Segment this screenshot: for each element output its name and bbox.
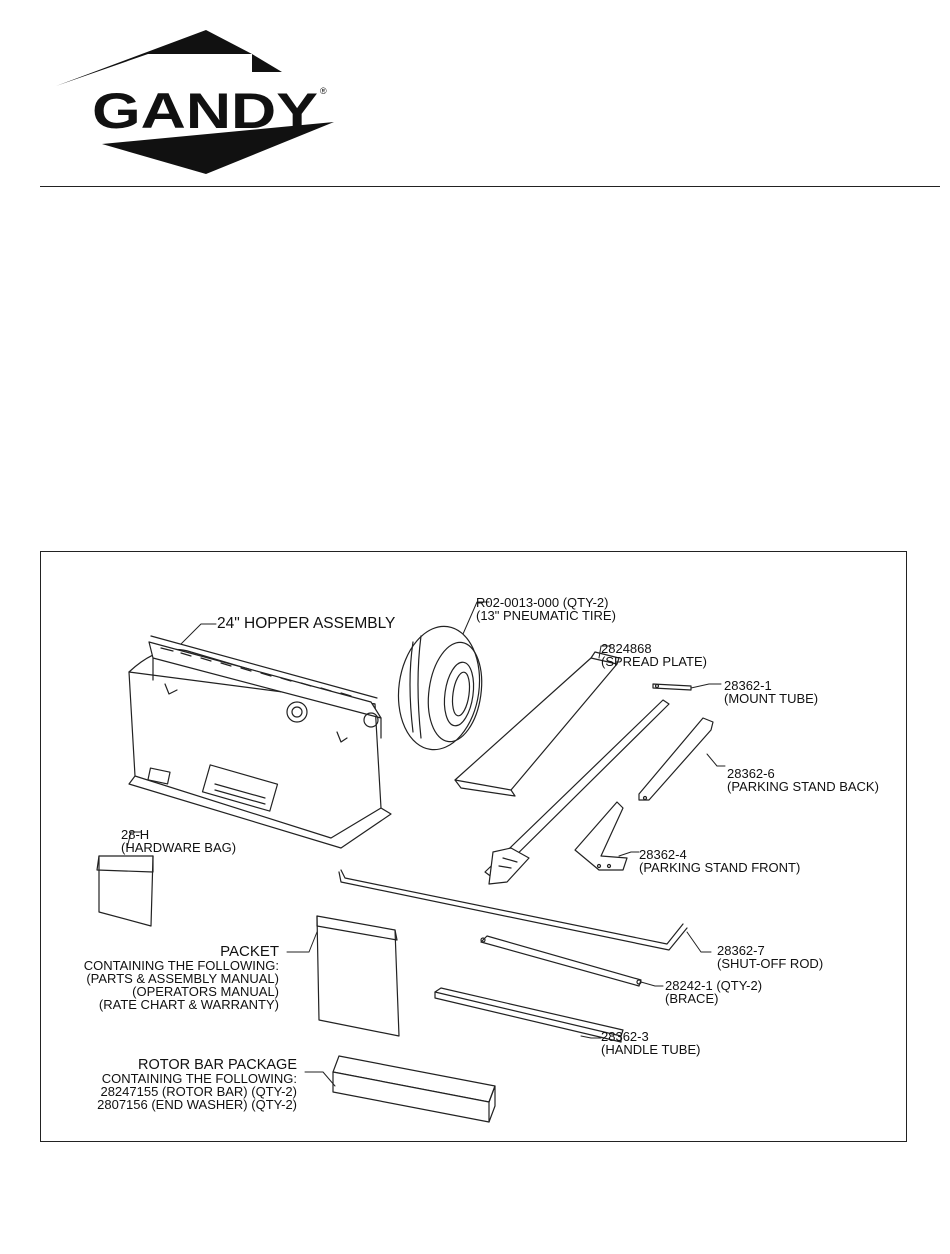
label-pneumatic-tire: R02-0013-000 (QTY-2) (13" PNEUMATIC TIRE… xyxy=(476,595,616,623)
label-rotor-bar-package: ROTOR BAR PACKAGE CONTAINING THE FOLLOWI… xyxy=(97,1057,297,1112)
gandy-logo-mark: GANDY ® xyxy=(56,30,334,174)
spread-plate-drawing xyxy=(454,651,620,797)
label-brace: 28242-1 (QTY-2) (BRACE) xyxy=(665,978,763,1006)
logo-text: GANDY xyxy=(92,83,318,139)
shut-off-rod-drawing xyxy=(338,869,688,951)
label-mount-tube: 28362-1 (MOUNT TUBE) xyxy=(724,678,819,706)
long-strap-drawing xyxy=(484,699,670,885)
label-shut-off-rod: 28362-7 (SHUT-OFF ROD) xyxy=(717,943,824,971)
parts-diagram: 24" HOPPER ASSEMBLY R02-0013-000 (QTY-2)… xyxy=(40,551,907,1142)
logo-registered-mark: ® xyxy=(320,86,327,96)
label-parking-stand-back: 28362-6 (PARKING STAND BACK) xyxy=(727,766,879,794)
label-hardware-bag: 28-H (HARDWARE BAG) xyxy=(121,827,237,855)
rotor-bar-package-drawing xyxy=(332,1055,496,1123)
label-hopper-assembly: 24" HOPPER ASSEMBLY xyxy=(217,615,396,632)
mount-tube-drawing xyxy=(652,683,692,691)
hopper-drawing xyxy=(128,635,392,849)
label-parking-stand-front: 28362-4 (PARKING STAND FRONT) xyxy=(639,847,801,875)
leader-lines xyxy=(126,601,726,1087)
label-packet: PACKET CONTAINING THE FOLLOWING: (PARTS … xyxy=(83,943,279,1012)
brace-drawing xyxy=(480,935,642,987)
header-rule xyxy=(40,186,940,187)
gandy-logo: GANDY ® xyxy=(56,26,336,176)
handle-tube-drawing xyxy=(434,987,624,1043)
parking-stand-front-drawing xyxy=(574,801,628,871)
parking-stand-back-drawing xyxy=(638,717,714,801)
hardware-bag-drawing xyxy=(96,855,154,927)
parts-drawing xyxy=(96,601,726,1123)
tire-drawing xyxy=(397,625,483,751)
label-spread-plate: 2824868 (SPREAD PLATE) xyxy=(601,641,707,669)
packet-drawing xyxy=(316,915,400,1037)
label-handle-tube: 28362-3 (HANDLE TUBE) xyxy=(601,1029,701,1057)
